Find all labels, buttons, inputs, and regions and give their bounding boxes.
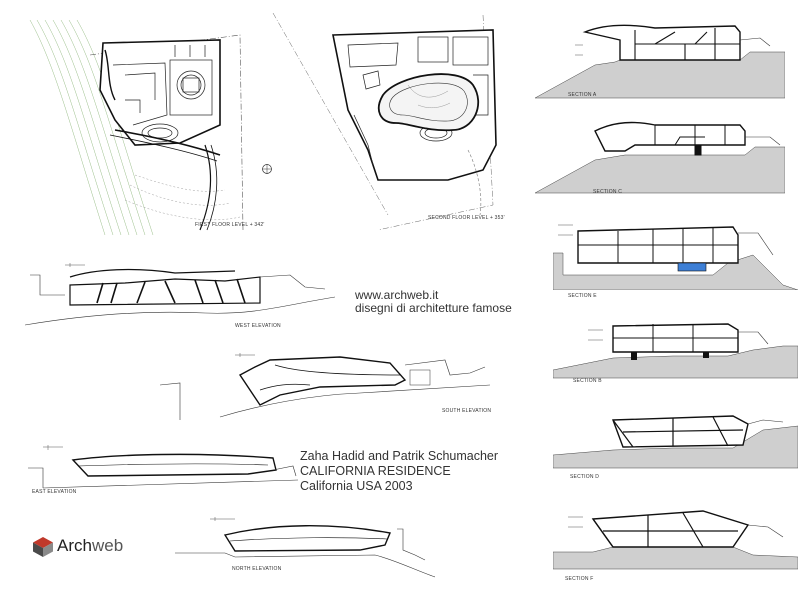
second-floor-drawing bbox=[272, 12, 497, 231]
section-a-caption: SECTION A bbox=[568, 92, 597, 98]
archweb-logo-icon bbox=[33, 537, 53, 557]
section-f-caption: SECTION F bbox=[565, 576, 594, 582]
second-floor-caption: SECOND FLOOR LEVEL + 353' bbox=[428, 215, 505, 221]
south-elevation-drawing bbox=[160, 353, 490, 420]
north-elevation-caption: NORTH ELEVATION bbox=[232, 566, 282, 572]
logo-text-arch: Arch bbox=[57, 536, 92, 555]
section-d-caption: SECTION D bbox=[570, 474, 600, 480]
east-elevation-drawing bbox=[28, 445, 298, 489]
west-elevation-drawing bbox=[25, 263, 335, 326]
archweb-logo-text: Archweb bbox=[57, 536, 123, 556]
section-f-drawing bbox=[553, 510, 798, 570]
west-elevation-caption: WEST ELEVATION bbox=[235, 323, 281, 329]
first-floor-caption: FIRST FLOOR LEVEL + 342' bbox=[195, 222, 265, 228]
south-elevation-caption: SOUTH ELEVATION bbox=[442, 408, 492, 414]
section-b-caption: SECTION B bbox=[573, 378, 602, 384]
section-e-drawing bbox=[553, 224, 798, 290]
north-arrow-icon bbox=[262, 164, 272, 174]
project-name: CALIFORNIA RESIDENCE bbox=[300, 464, 451, 478]
section-c-caption: SECTION C bbox=[593, 189, 623, 195]
architects-name: Zaha Hadid and Patrik Schumacher bbox=[300, 449, 499, 463]
east-elevation-caption: EAST ELEVATION bbox=[32, 489, 77, 495]
website-url[interactable]: www.archweb.it bbox=[355, 288, 439, 302]
section-a-drawing bbox=[535, 24, 785, 99]
section-d-drawing bbox=[553, 415, 798, 469]
logo-text-web: web bbox=[91, 536, 124, 555]
first-floor-drawing bbox=[29, 19, 244, 236]
project-location: California USA 2003 bbox=[300, 479, 413, 493]
section-b-drawing bbox=[553, 323, 798, 379]
website-tagline: disegni di architetture famose bbox=[355, 301, 512, 315]
section-c-drawing bbox=[535, 121, 785, 194]
north-elevation-drawing bbox=[175, 517, 435, 578]
section-e-caption: SECTION E bbox=[568, 293, 597, 299]
